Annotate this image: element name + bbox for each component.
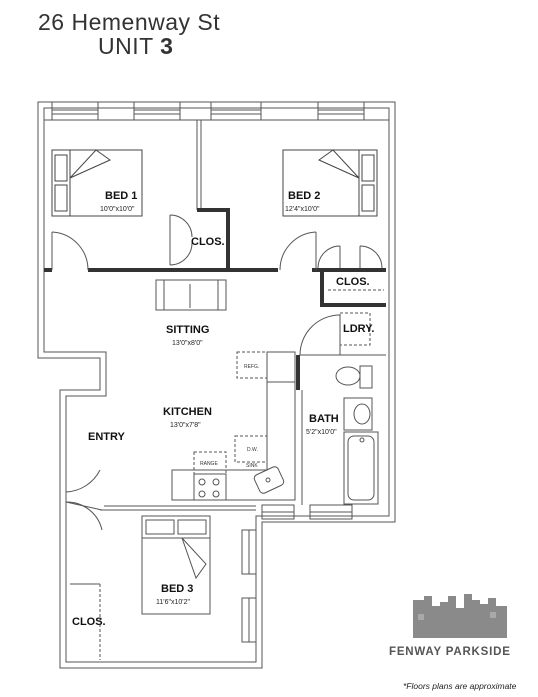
windows-top <box>51 101 365 121</box>
bed2-label: BED 2 <box>288 190 320 202</box>
interior-walls <box>44 208 386 390</box>
range-label: RANGE <box>200 461 218 467</box>
sitting-label: SITTING <box>166 324 209 336</box>
dw-label: D.W. <box>247 447 258 453</box>
laundry-closet <box>299 312 386 356</box>
bed1-label: BED 1 <box>105 190 137 202</box>
kitchen-size: 13'0"x7'8" <box>170 422 201 429</box>
unit-title: UNIT 3 <box>98 33 173 60</box>
clos-a-label: CLOS. <box>191 236 225 248</box>
sink-label: SINK <box>246 463 258 469</box>
fenway-parkside-logo <box>413 592 507 638</box>
bath-label: BATH <box>309 413 339 425</box>
bathroom-fixtures <box>301 365 379 505</box>
bed1-size: 10'0"x10'0" <box>100 206 135 213</box>
bed1-furniture <box>51 149 143 217</box>
bed3-label: BED 3 <box>161 583 193 595</box>
bed3-walls <box>65 501 256 531</box>
clos-c-label: CLOS. <box>72 616 106 628</box>
bed3-furniture <box>141 515 211 615</box>
sofa <box>155 279 227 311</box>
unit-number: 3 <box>160 33 174 59</box>
refg-label: REFG. <box>244 364 259 370</box>
address-title: 26 Hemenway St <box>38 9 221 35</box>
windows-bottom <box>241 504 353 643</box>
door-clos-a <box>169 214 193 266</box>
door-clos-b <box>317 245 383 269</box>
entry-door <box>65 452 101 493</box>
bath-size: 5'2"x10'0" <box>306 429 337 436</box>
kitchen-label: KITCHEN <box>163 406 212 418</box>
closet-c <box>70 583 101 660</box>
bed3-size: 11'6"x10'2" <box>156 599 190 606</box>
bed2-size: 12'4"x10'0" <box>285 206 320 213</box>
ldry-label: LDRY. <box>343 323 374 335</box>
bed2-furniture <box>282 149 378 217</box>
exterior-wall <box>37 101 396 669</box>
door-bed2 <box>279 231 317 271</box>
clos-b-label: CLOS. <box>336 276 370 288</box>
brand-name: FENWAY PARKSIDE <box>389 646 511 658</box>
door-bed1 <box>51 231 89 271</box>
unit-prefix: UNIT <box>98 33 161 59</box>
kitchen-counter <box>171 381 296 501</box>
footnote: *Floors plans are approximate <box>403 681 517 691</box>
entry-label: ENTRY <box>88 431 126 443</box>
sitting-size: 13'0"x8'0" <box>172 340 203 347</box>
